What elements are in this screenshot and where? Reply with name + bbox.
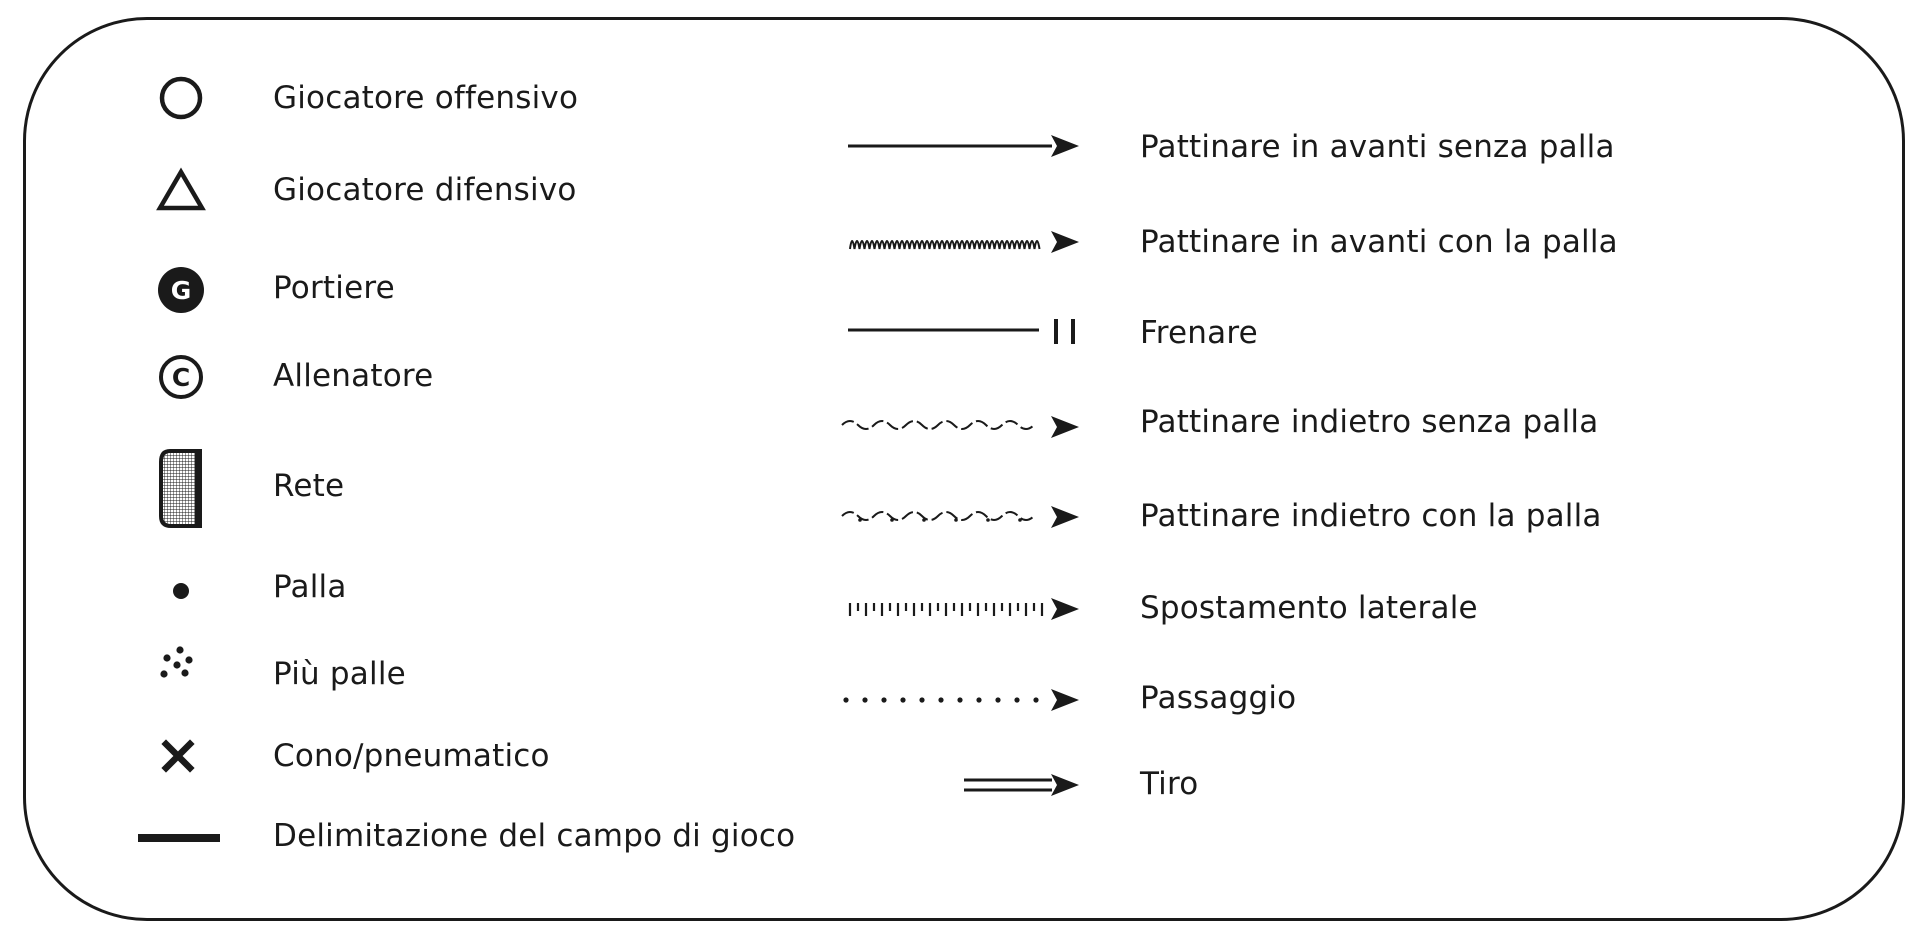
stop-line-icon [848, 319, 1075, 344]
ball-label: Palla [273, 569, 347, 605]
shot-label: Tiro [1140, 766, 1199, 802]
coach-label: Allenatore [273, 358, 434, 394]
svg-text:C: C [172, 363, 190, 392]
net-label: Rete [273, 468, 345, 504]
triangle-icon [156, 167, 206, 211]
cross-icon [161, 739, 195, 773]
multiple-balls-icon [160, 646, 193, 678]
brake-label: Frenare [1140, 315, 1258, 351]
double-line-arrow-icon [964, 774, 1079, 796]
defensive-player-label: Giocatore difensivo [273, 172, 577, 208]
field-boundary-label: Delimitazione del campo di gioco [273, 818, 796, 854]
lateral-move-label: Spostamento laterale [1140, 590, 1478, 626]
tick-line-arrow-icon [848, 598, 1079, 620]
coach-c-icon: C [159, 355, 203, 399]
multiple-balls-label: Più palle [273, 656, 406, 692]
thick-line-icon [138, 834, 220, 842]
backward-wave-dotted-arrow-icon [841, 506, 1079, 528]
backward-wave-arrow-icon [841, 416, 1079, 438]
straight-arrow-icon [848, 135, 1079, 157]
circle-icon [159, 76, 203, 120]
offensive-player-label: Giocatore offensivo [273, 80, 579, 116]
net-icon [159, 449, 202, 528]
ball-icon [173, 583, 189, 599]
skate-forward-ball-label: Pattinare in avanti con la palla [1140, 224, 1618, 260]
skate-forward-label: Pattinare in avanti senza palla [1140, 129, 1615, 165]
goalkeeper-g-icon: G [158, 267, 204, 313]
wavy-arrow-icon [849, 231, 1079, 253]
svg-text:G: G [171, 276, 192, 305]
goalkeeper-label: Portiere [273, 270, 395, 306]
skate-backward-ball-label: Pattinare indietro con la palla [1140, 498, 1602, 534]
skate-backward-label: Pattinare indietro senza palla [1140, 404, 1599, 440]
pass-label: Passaggio [1140, 680, 1297, 716]
cone-label: Cono/pneumatico [273, 738, 550, 774]
legend-frame [23, 17, 1905, 921]
dotted-arrow-icon [843, 689, 1079, 711]
